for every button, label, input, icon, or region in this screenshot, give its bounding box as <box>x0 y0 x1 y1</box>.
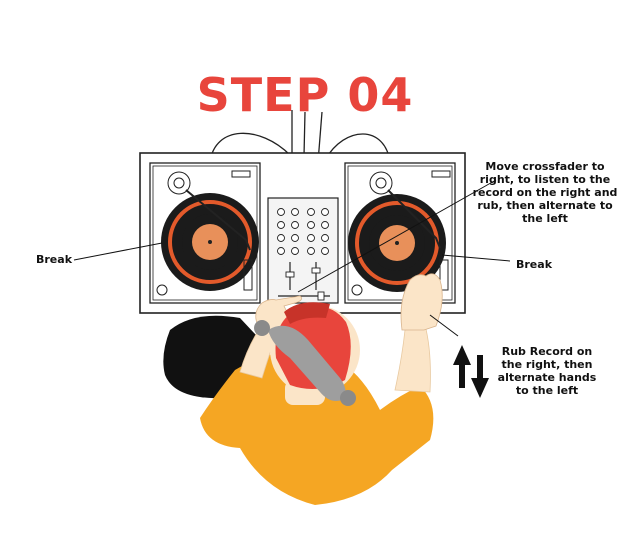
right-arm <box>394 324 431 393</box>
left-turntable <box>149 162 261 304</box>
break-label-left: Break <box>36 253 73 266</box>
headphones-band <box>268 325 346 401</box>
rub-record-instruction-label: Rub Record on the right, then alternate … <box>497 345 597 397</box>
dj-shirt <box>200 351 434 505</box>
step-title: STEP 04 <box>196 68 414 122</box>
up-down-arrows-icon <box>453 345 489 398</box>
mixer <box>267 197 339 304</box>
crossfader-instruction-label: Move crossfader to right, to listen to t… <box>472 160 618 225</box>
dj-figure <box>163 273 443 505</box>
break-label-right: Break <box>516 258 553 271</box>
cap-brim <box>284 302 330 324</box>
pointer-lines <box>73 179 511 337</box>
headphone-left-cup <box>254 320 270 336</box>
headphone-right-cup <box>340 390 356 406</box>
crossfader-knob <box>317 291 325 301</box>
